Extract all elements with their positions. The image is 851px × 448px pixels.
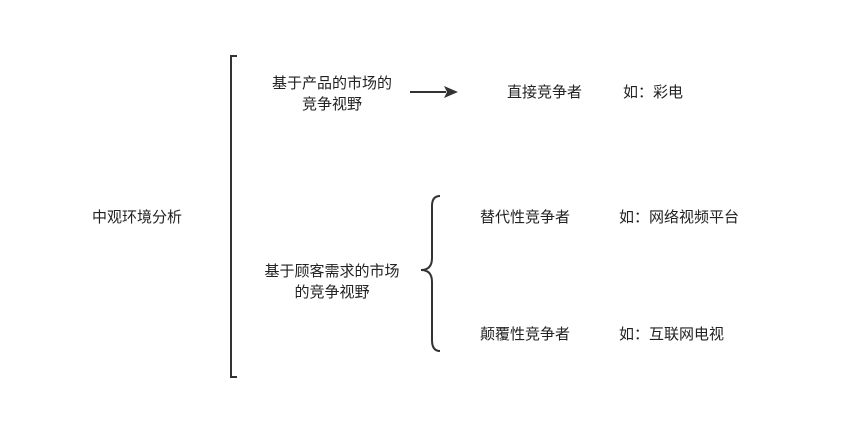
branch-product-market-line1: 基于产品的市场的 xyxy=(271,74,392,92)
branch-customer-need-market: 基于顾客需求的市场 的竞争视野 xyxy=(246,261,418,303)
disruptive-competitor-node: 颠覆性竞争者 xyxy=(480,325,571,343)
root-node: 中观环境分析 xyxy=(92,208,183,226)
root-bracket xyxy=(230,55,237,378)
branch-customer-need-market-line1: 基于顾客需求的市场 xyxy=(264,262,400,280)
branch-customer-need-market-line2: 的竞争视野 xyxy=(294,283,370,301)
direct-competitor-example: 如：彩电 xyxy=(623,83,684,101)
branch-product-market: 基于产品的市场的 竞争视野 xyxy=(248,73,416,115)
direct-competitor-node: 直接竞争者 xyxy=(507,83,583,101)
disruptive-competitor-example: 如：互联网电视 xyxy=(619,325,725,343)
branch1-arrow-head xyxy=(444,86,458,98)
branch-product-market-line2: 竞争视野 xyxy=(301,95,362,113)
substitute-competitor-node: 替代性竞争者 xyxy=(480,208,571,226)
branch2-curly-brace xyxy=(420,195,441,352)
substitute-competitor-example: 如：网络视频平台 xyxy=(619,208,740,226)
